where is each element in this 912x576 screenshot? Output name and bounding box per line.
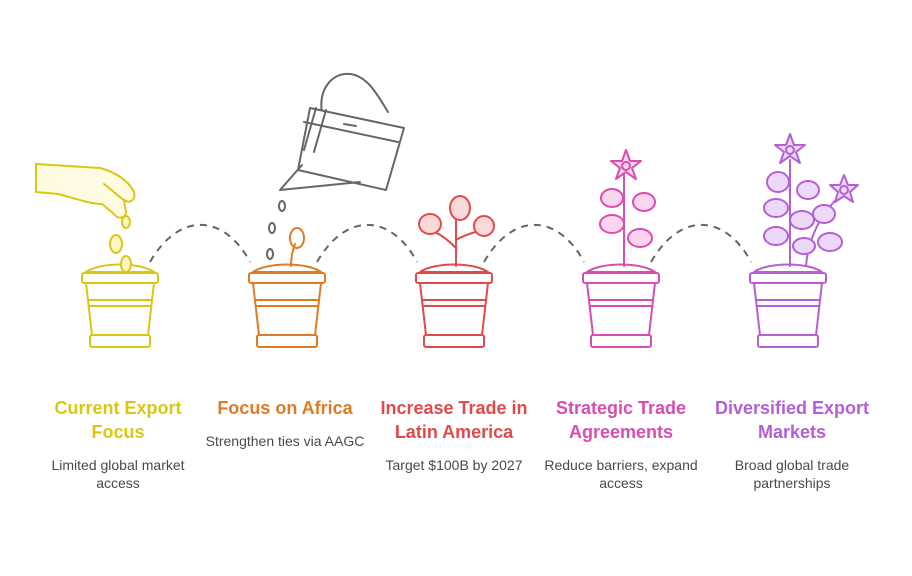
step-5: Diversified Export Markets Broad global … <box>712 396 872 492</box>
connector-4-5 <box>650 223 752 263</box>
step-2-title: Focus on Africa <box>217 398 353 418</box>
step-3-description: Target $100B by 2027 <box>385 457 523 473</box>
step-5-description: Broad global trade partnerships <box>734 457 850 491</box>
connector-1-2 <box>149 223 251 263</box>
connector-3-4 <box>483 223 585 263</box>
step-5-title: Diversified Export Markets <box>714 398 870 442</box>
flowering-plant-icon <box>599 149 656 267</box>
connector-2-3 <box>316 223 418 263</box>
step-4: Strategic Trade Agreements Reduce barrie… <box>541 396 701 492</box>
step-1: Current Export Focus Limited global mark… <box>38 396 198 492</box>
seedling-icon <box>418 195 495 267</box>
step-2: Focus on Africa Strengthen ties via AAGC <box>205 396 365 450</box>
connectors <box>149 223 752 263</box>
hand-dropping-seeds-icon <box>35 163 136 273</box>
step-1-title: Current Export Focus <box>54 398 182 442</box>
flower-pot-3 <box>415 263 493 348</box>
flower-pot-2 <box>248 227 326 348</box>
step-3-title: Increase Trade in Latin America <box>380 398 528 442</box>
step-4-description: Reduce barriers, expand access <box>544 457 698 491</box>
flower-pot-5 <box>749 263 827 348</box>
flowering-bush-icon <box>763 133 859 267</box>
watering-can-icon <box>266 72 405 260</box>
step-3: Increase Trade in Latin America Target $… <box>374 396 534 474</box>
step-4-title: Strategic Trade Agreements <box>555 398 687 442</box>
flower-pot-1 <box>81 263 159 348</box>
step-2-description: Strengthen ties via AAGC <box>205 433 365 449</box>
step-1-description: Limited global market access <box>51 457 185 491</box>
flower-pot-4 <box>582 263 660 348</box>
